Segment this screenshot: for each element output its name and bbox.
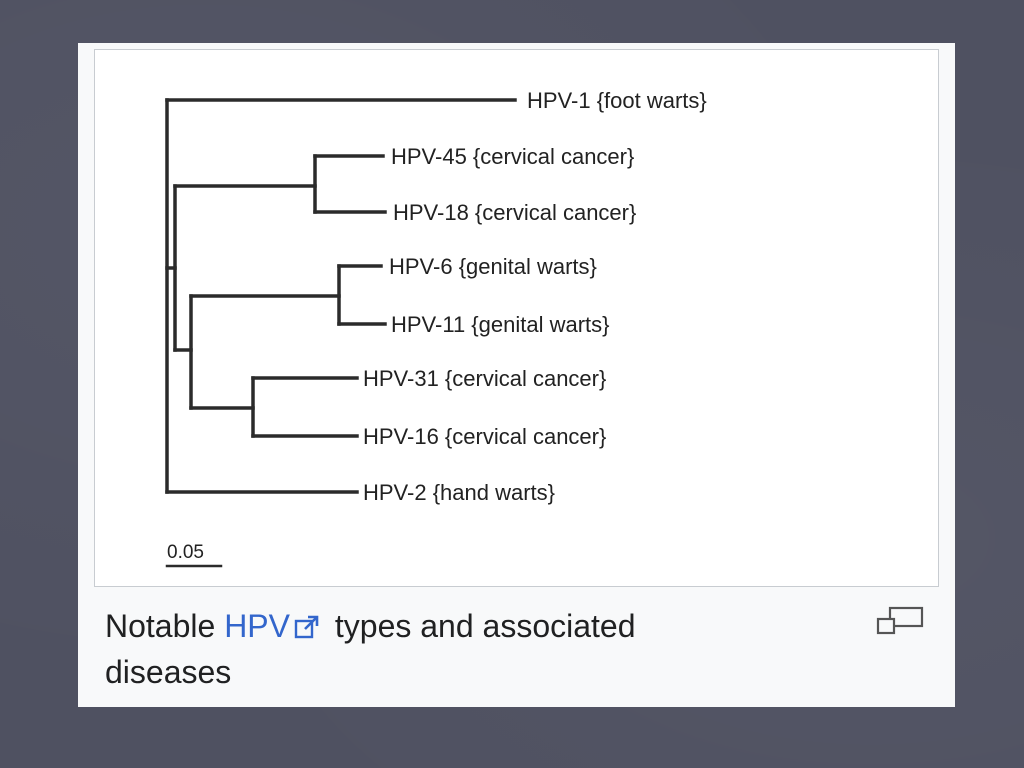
leaf-label-hpv-1: HPV-1 {foot warts}	[527, 88, 707, 113]
hpv-link[interactable]: HPV	[224, 608, 290, 644]
leaf-label-hpv-16: HPV-16 {cervical cancer}	[363, 424, 606, 449]
leaf-label-hpv-31: HPV-31 {cervical cancer}	[363, 366, 606, 391]
leaf-label-hpv-45: HPV-45 {cervical cancer}	[391, 144, 634, 169]
magnify-clip-icon[interactable]	[874, 605, 926, 637]
leaf-label-hpv-11: HPV-11 {genital warts}	[391, 312, 610, 337]
leaf-label-hpv-18: HPV-18 {cervical cancer}	[393, 200, 636, 225]
phylogenetic-tree: HPV-1 {foot warts} HPV-45 {cervical canc…	[165, 88, 707, 568]
figure-caption: Notable HPV types and associated diseases	[105, 603, 865, 695]
leaf-label-hpv-2: HPV-2 {hand warts}	[363, 480, 555, 505]
external-link-icon[interactable]	[294, 614, 320, 640]
figure-thumbnail: HPV-1 {foot warts} HPV-45 {cervical canc…	[78, 43, 955, 707]
caption-prefix: Notable	[105, 608, 225, 644]
caption-line-2: diseases	[105, 654, 232, 690]
scale-bar-label: 0.05	[167, 542, 204, 563]
caption-suffix: types and associated	[325, 608, 636, 644]
tree-branches	[165, 98, 517, 568]
leaf-label-hpv-6: HPV-6 {genital warts}	[389, 254, 597, 279]
phylogenetic-tree-image[interactable]: HPV-1 {foot warts} HPV-45 {cervical canc…	[94, 49, 939, 587]
